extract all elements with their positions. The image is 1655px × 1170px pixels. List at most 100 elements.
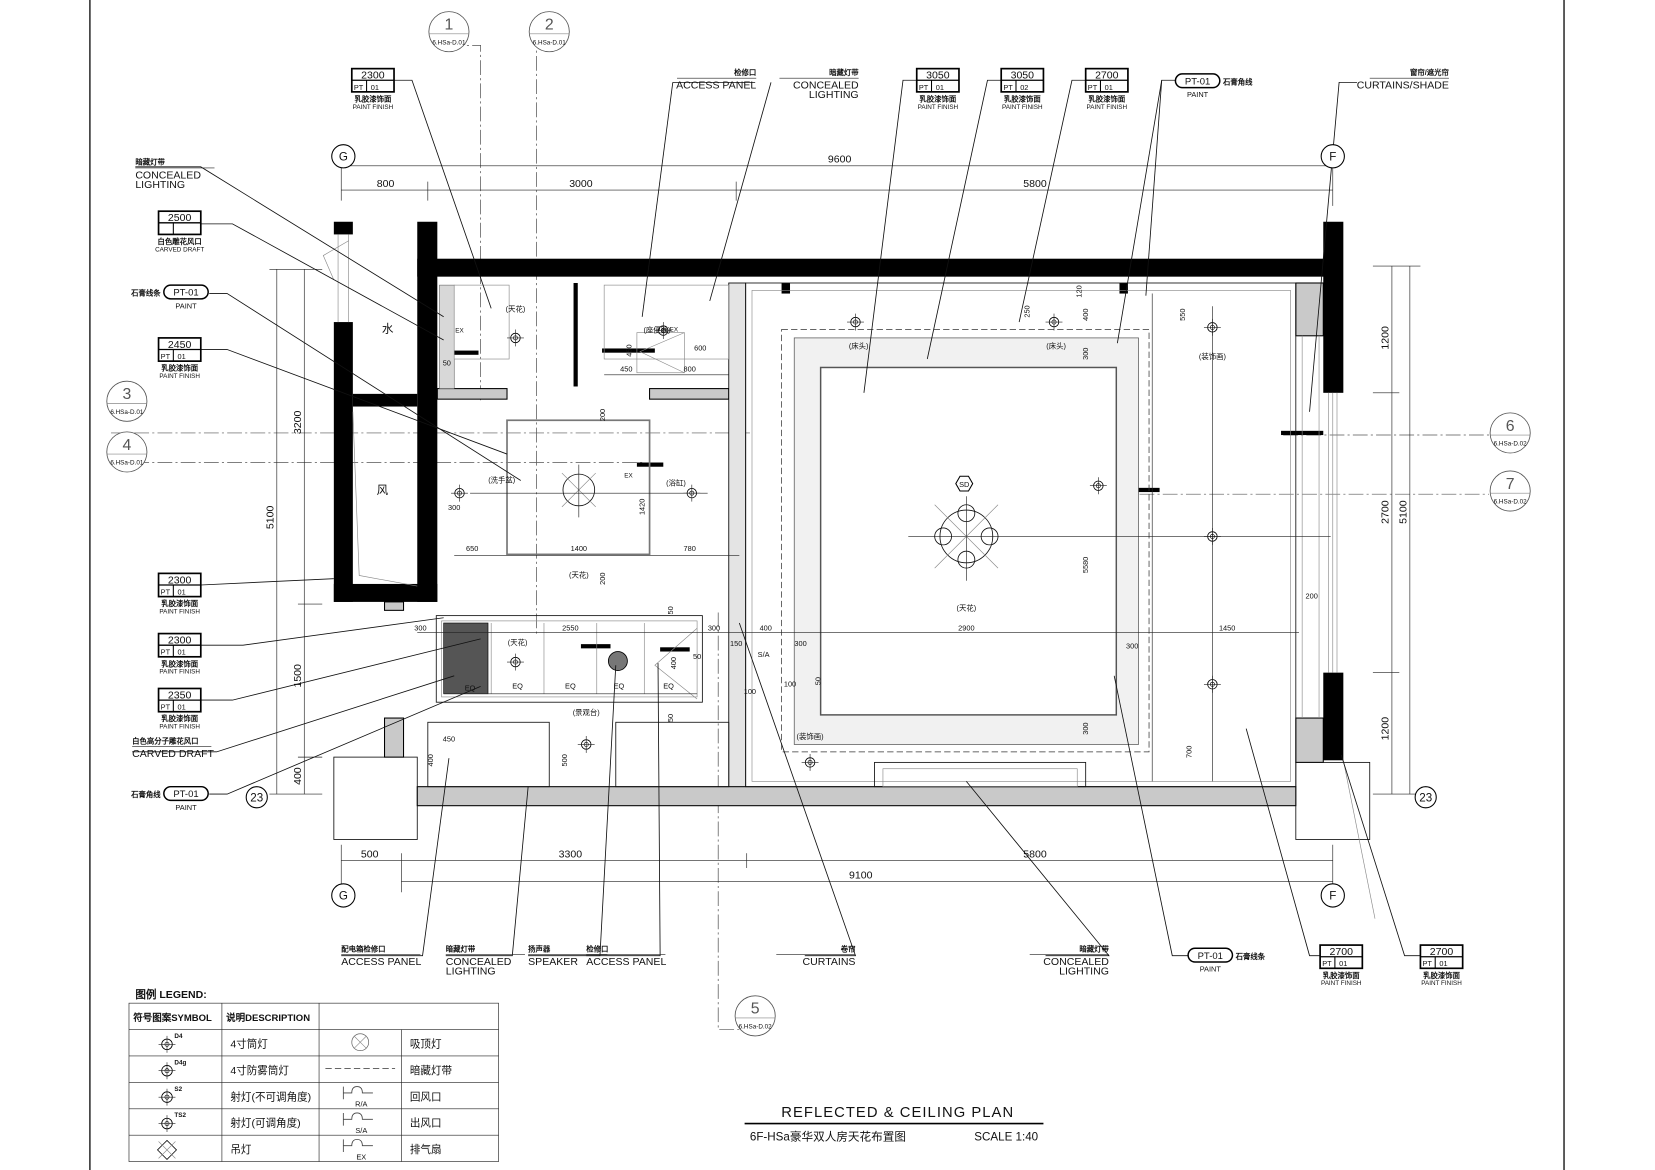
dimension-label: 300 (448, 503, 460, 512)
dimension-label: 300 (1081, 722, 1090, 734)
finish-tag (1000, 67, 1045, 93)
finish-tag-height: 2300 (168, 635, 192, 647)
dimension-label: 50 (814, 677, 823, 685)
finish-tag (157, 572, 202, 598)
finish-tag-code: 01 (936, 83, 944, 92)
paint-tag-cn: 石膏线条 (130, 289, 161, 298)
grid-bubble-label: F (1329, 890, 1336, 903)
finish-tag-type: PT (354, 83, 364, 92)
ceiling-light-icon (351, 1033, 370, 1052)
paint-tag-en: PAINT (1187, 90, 1209, 99)
legend-symbol-code: TS2 (174, 1112, 186, 1119)
callout-cn: 暗藏灯带 (1079, 944, 1109, 953)
room-label: SD (959, 480, 969, 489)
drawing-subtitle: 6F-HSa豪华双人房天花布置图 (750, 1129, 906, 1143)
dimension-label: 800 (377, 178, 395, 190)
section-mark (1489, 412, 1531, 454)
dimension-label: 780 (684, 544, 696, 553)
callout-cn: 暗藏灯带 (829, 68, 859, 77)
callout-cn: 卷帘 (840, 944, 856, 953)
finish-tag-height: 3050 (926, 70, 950, 82)
finish-tag-height: 2450 (168, 339, 192, 351)
callout-en: ACCESS PANEL (341, 956, 421, 968)
grid-bubble-label: F (1329, 151, 1336, 164)
finish-tag (157, 337, 202, 362)
finish-tag-code: 02 (1020, 83, 1028, 92)
section-mark-number: 3 (122, 386, 131, 403)
dimension-label: 2550 (562, 623, 578, 632)
callout-en-line2: LIGHTING (1059, 966, 1109, 978)
legend-description-2: 回风口 (410, 1091, 442, 1103)
room-label: (天花) (506, 305, 526, 314)
legend-symbol-code: D4 (174, 1033, 183, 1040)
section-mark-ref: 6.HSa-D.01 (110, 460, 144, 467)
finish-tag (915, 67, 960, 93)
legend-description: 4寸筒灯 (230, 1038, 268, 1051)
dimension-label: 300 (1081, 348, 1090, 360)
paint-tag-cn: 石膏角线 (1222, 77, 1253, 86)
paint-tag-code: PT-01 (173, 288, 198, 299)
section-mark-number: 4 (122, 437, 131, 454)
grid-bubble (331, 883, 356, 908)
room-label: EX (624, 472, 633, 479)
dimension-label: EQ (465, 684, 476, 693)
callout-en: CONCEALED (1043, 956, 1109, 968)
grid-bubble-label: 23 (1419, 791, 1432, 804)
ceiling-light-symbol (470, 464, 708, 518)
legend-description: 吊灯 (230, 1144, 252, 1156)
air-vent-icon (342, 1138, 373, 1153)
finish-tag-type: PT (161, 703, 171, 712)
dimension-label: 1420 (637, 499, 646, 515)
window-lines (322, 234, 1376, 919)
dimension-label: 100 (784, 679, 796, 688)
finish-tag-en: PAINT FINISH (159, 373, 200, 380)
finish-tag-cn: 乳胶漆饰面 (161, 364, 199, 373)
section-mark (1489, 470, 1531, 512)
finish-tag-en: PAINT FINISH (159, 724, 200, 731)
paint-tag (163, 785, 209, 802)
grid-bubble (1320, 883, 1345, 908)
dimension-label: 2900 (958, 623, 974, 632)
finish-tag-type: PT (161, 588, 171, 597)
legend-row: D44寸筒灯吸顶灯 (158, 1033, 442, 1053)
legend-header-description: 说明DESCRIPTION (226, 1012, 310, 1024)
finish-tag-cn: 乳胶漆饰面 (161, 659, 199, 668)
room-label: (洗手盆) (488, 476, 515, 485)
finish-tag-code: 01 (178, 352, 186, 361)
section-mark-number: 7 (1506, 476, 1515, 493)
legend: 图例 LEGEND: 符号图案SYMBOL 说明DESCRIPTION D44寸… (128, 988, 499, 1162)
drawing-title: REFLECTED & CEILING PLAN (781, 1105, 1014, 1121)
dimension-label: 50 (666, 606, 675, 614)
finish-tag-en: PAINT FINISH (1002, 104, 1043, 111)
callout-cn: 配电箱检修口 (341, 944, 385, 953)
downlight-icon (577, 736, 595, 753)
downlight-icon (1089, 477, 1107, 495)
dimension-label: 5800 (1023, 848, 1047, 860)
finish-tag-en: PAINT FINISH (1087, 104, 1128, 111)
finish-tag-cn: 白色雕花风口 (158, 237, 202, 246)
dimension-label: 400 (292, 767, 304, 785)
section-mark-ref: 6.HSa-D.01 (533, 39, 567, 46)
room-label: (座便器) (643, 326, 670, 335)
legend-row: D4g4寸防雾筒灯暗藏灯带 (158, 1059, 453, 1080)
dimension-label: 450 (625, 344, 634, 356)
legend-symbol-code: D4g (174, 1059, 186, 1066)
dimension-label: 300 (1126, 641, 1138, 650)
finish-tag (1084, 67, 1129, 93)
grid-bubble-label: G (339, 890, 348, 903)
downlight-icon (507, 329, 524, 347)
paint-tag-code: PT-01 (1185, 76, 1210, 87)
callout-en: CONCEALED (135, 169, 201, 181)
callout-en: CARVED DRAFT (132, 748, 214, 760)
finish-tag-code: 01 (1339, 959, 1347, 968)
callout-cn: 白色高分子雕花风口 (132, 736, 198, 745)
dimension-label: 1200 (1380, 326, 1392, 350)
dimension-label: EQ (663, 681, 674, 690)
finish-tag-cn: 乳胶漆饰面 (354, 94, 392, 103)
dimension-label: 9100 (849, 870, 873, 882)
section-mark (528, 11, 570, 53)
dimension-label: 200 (1306, 592, 1318, 601)
section-mark-number: 6 (1506, 418, 1515, 435)
paint-tag (1187, 947, 1234, 963)
callout-en: ACCESS PANEL (586, 956, 666, 968)
